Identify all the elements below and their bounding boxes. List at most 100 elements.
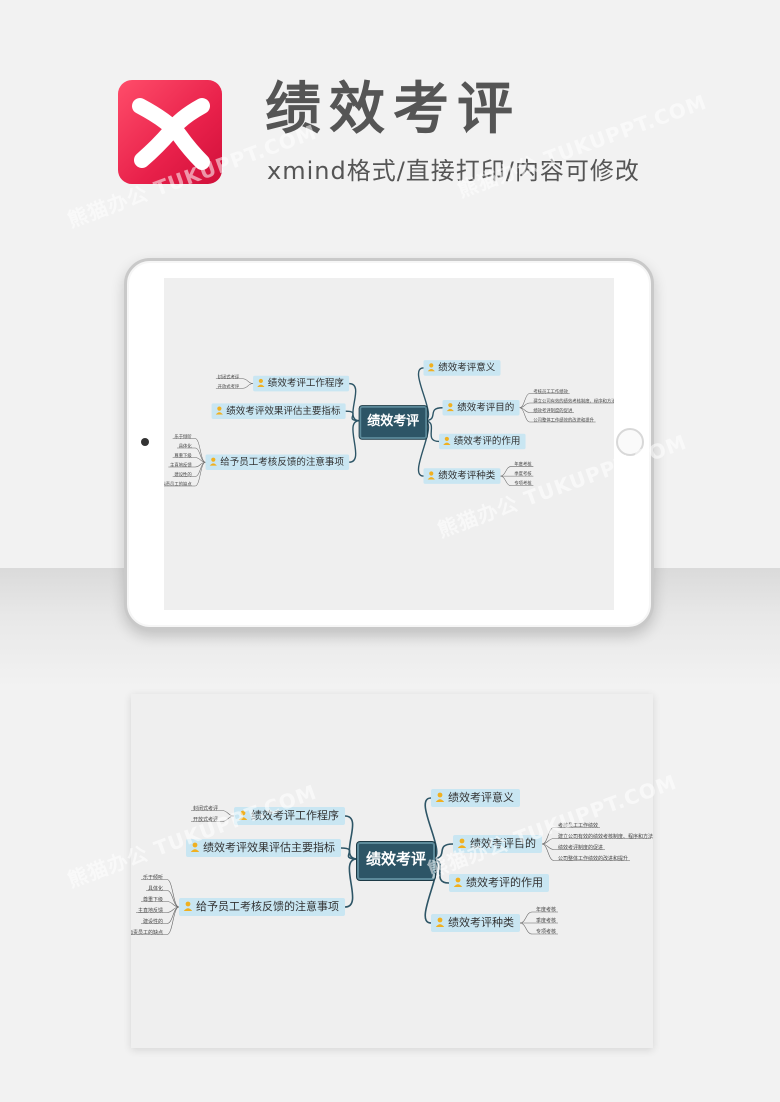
branch-connector [344,858,358,908]
branch-label: 绩效考评工作程序 [251,809,339,822]
mindmap-branch-node: 给予员工考核反馈的注意事项 [205,454,350,471]
mindmap-leaf: 考核员工工作绩效 [558,822,599,829]
mindmap-leaf: 公司整体工作绩效的改进和提升 [558,855,629,862]
leaf-connector [168,461,206,468]
branch-connector [348,420,360,463]
branch-connector [344,815,358,860]
person-icon [190,842,200,852]
person-icon [453,877,463,887]
person-icon [238,810,248,820]
leaf-connector [141,901,180,908]
mindmap-leaf: 不兼过多指责员工的缺点 [131,929,164,936]
mindmap-branch-node: 绩效考评种类 [431,914,520,932]
mindmap-leaf: 建立公司有效的绩效考核制度、程序和方法 [558,833,653,840]
branch-label: 给予员工考核反馈的注意事项 [196,900,339,913]
leaf-connector [519,402,614,409]
mindmap-leaf: 封闭式考评 [217,374,240,380]
leaf-connector [541,838,651,845]
leaf-connector [519,407,575,413]
mindmap-leaf: 不兼过多指责员工的缺点 [164,481,192,487]
mindmap-leaf: 开放式考评 [217,383,240,390]
mindmap-leaf: 主直地反馈 [170,462,192,468]
branch-label: 绩效考评种类 [448,916,514,929]
xmind-logo [118,80,222,184]
mindmap-leaf: 公司整体工作绩效的改进和提升 [533,417,594,423]
leaf-connector [519,911,558,924]
leaf-connector [136,906,180,913]
leaf-connector [519,407,596,423]
branch-label: 绩效考评工作程序 [267,377,344,389]
branch-connector [424,797,438,860]
person-icon [209,457,217,466]
leaf-connector [500,475,534,486]
mindmap-leaf: 乐于倾听 [174,434,192,440]
branch-connector [424,858,438,924]
person-icon [183,901,193,911]
person-icon [427,363,435,372]
branch-label: 绩效考评意义 [448,791,514,804]
mindmap-leaf: 专项考核 [536,929,557,935]
branch-label: 绩效考评目的 [457,401,515,413]
leaf-connector [215,383,254,389]
leaf-connector [519,922,558,935]
branch-label: 绩效考评目的 [470,837,536,850]
mindmap-preview-large: 绩效考评 绩效考评意义绩效考评目的 考核员工工作绩效建立公司有效的绩效考核制度、程序… [131,694,653,1048]
x-logo-icon [132,98,210,170]
tablet-screen: 绩效考评绩效考评意义绩效考评目的考核员工工作绩效建立公司有效的绩效考核制度、程序… [164,278,614,610]
leaf-connector [191,810,235,817]
mindmap-leaf: 建设性的 [174,472,192,478]
mindmap-branch-node: 绩效考评目的 [442,399,520,416]
person-icon [435,917,445,927]
mindmap-branch-node: 绩效考评的作用 [449,874,549,892]
branch-label: 绩效考评意义 [438,361,496,374]
mindmap-leaf: 具体化 [148,885,164,892]
leaf-connector [176,447,206,463]
mindmap-branch-node: 绩效考评效果评估主要指标 [186,839,341,857]
person-icon [427,471,435,480]
mindmap-branch-node: 绩效考评目的 [453,835,542,853]
mindmap-leaf: 具体化 [178,443,192,449]
mindmap-leaf: 考核员工工作绩效 [533,389,568,395]
mindmap-center-node: 绩效考评 [357,842,435,880]
camera-icon [141,438,149,446]
person-icon [257,378,265,387]
mindmap-leaf: 封闭式考评 [193,805,219,812]
mindmap-card: 绩效考评 绩效考评意义绩效考评目的 考核员工工作绩效建立公司有效的绩效考核制度、程序… [131,694,653,1048]
branch-label: 绩效考评效果评估主要指标 [203,841,335,854]
leaf-connector [131,906,180,935]
mindmap-leaf: 建设性的 [143,918,164,925]
mindmap-branch-node: 绩效考评效果评估主要指标 [211,403,346,419]
branch-connector [348,382,360,422]
mindmap-branch-node: 绩效考评种类 [423,468,501,484]
mindmap-leaf: 季度考核 [536,918,557,924]
mindmap-branch-node: 绩效考评意义 [423,360,501,376]
mindmap-center-node: 绩效考评 [359,406,427,439]
person-icon [446,403,454,412]
page-title: 绩效考评 [265,77,521,142]
mindmap-branch-node: 绩效考评工作程序 [234,807,345,825]
leaf-connector [172,457,206,463]
branch-label: 绩效考评的作用 [466,876,543,889]
leaf-connector [519,393,570,409]
mindmap-branch-node: 绩效考评的作用 [439,433,526,450]
mindmap-branch-node: 给予员工考核反馈的注意事项 [179,898,345,916]
leaf-connector [541,827,600,845]
leaf-connector [146,890,180,908]
branch-connector [345,410,360,422]
branch-label: 绩效考评效果评估主要指标 [226,405,341,417]
mindmap-leaf: 季度考核 [514,471,532,477]
mindmap-leaf: 主直地反馈 [138,907,164,914]
leaf-connector [541,843,605,850]
home-button-icon [616,428,644,456]
branch-connector [340,847,358,860]
mindmap-leaf: 开放式考评 [193,816,219,823]
mindmap-branch-node: 绩效考评意义 [431,789,520,807]
leaf-connector [164,461,206,487]
mindmap-leaf: 尊重下级 [174,453,192,459]
leaf-connector [191,815,235,822]
mindmap-leaf: 尊重下级 [143,896,164,903]
mindmap-preview-small: 绩效考评绩效考评意义绩效考评目的考核员工工作绩效建立公司有效的绩效考核制度、程序… [164,278,614,584]
branch-connector [417,367,430,422]
mindmap-leaf: 年度考核 [514,462,532,468]
mindmap-leaf: 专项考核 [514,481,532,487]
